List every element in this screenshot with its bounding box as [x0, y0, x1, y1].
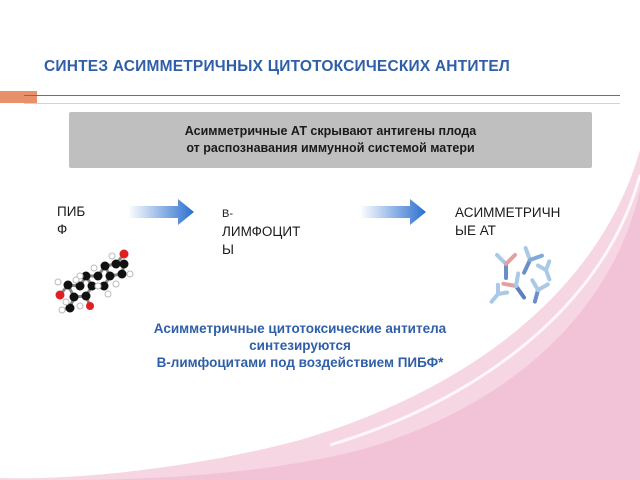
- right-arrow-icon: [128, 199, 194, 225]
- info-banner: Асимметричные АТ скрывают антигены плода…: [69, 112, 592, 168]
- step-asymmetric-ab-label: АСИММЕТРИЧН ЫЕ АТ: [455, 205, 561, 238]
- conclusion-text: Асимметричные цитотоксические антитела с…: [153, 321, 447, 370]
- accent-block: [0, 91, 37, 103]
- title-rule: [24, 95, 620, 96]
- slide-title: СИНТЕЗ АСИММЕТРИЧНЫХ ЦИТОТОКСИЧЕСКИХ АНТ…: [44, 58, 510, 75]
- steroid-molecule-icon: [54, 249, 134, 314]
- antibody-cluster-icon: [489, 246, 552, 304]
- step-b-prefix: В-: [222, 208, 233, 220]
- banner-text: Асимметричные АТ скрывают антигены плода…: [184, 124, 477, 155]
- right-arrow-icon: [360, 199, 426, 225]
- step-b-lymphocytes-label: ЛИМФОЦИТ Ы: [222, 224, 301, 257]
- title-rule-secondary: [24, 103, 620, 104]
- step-pibf-label: ПИБ Ф: [57, 204, 86, 237]
